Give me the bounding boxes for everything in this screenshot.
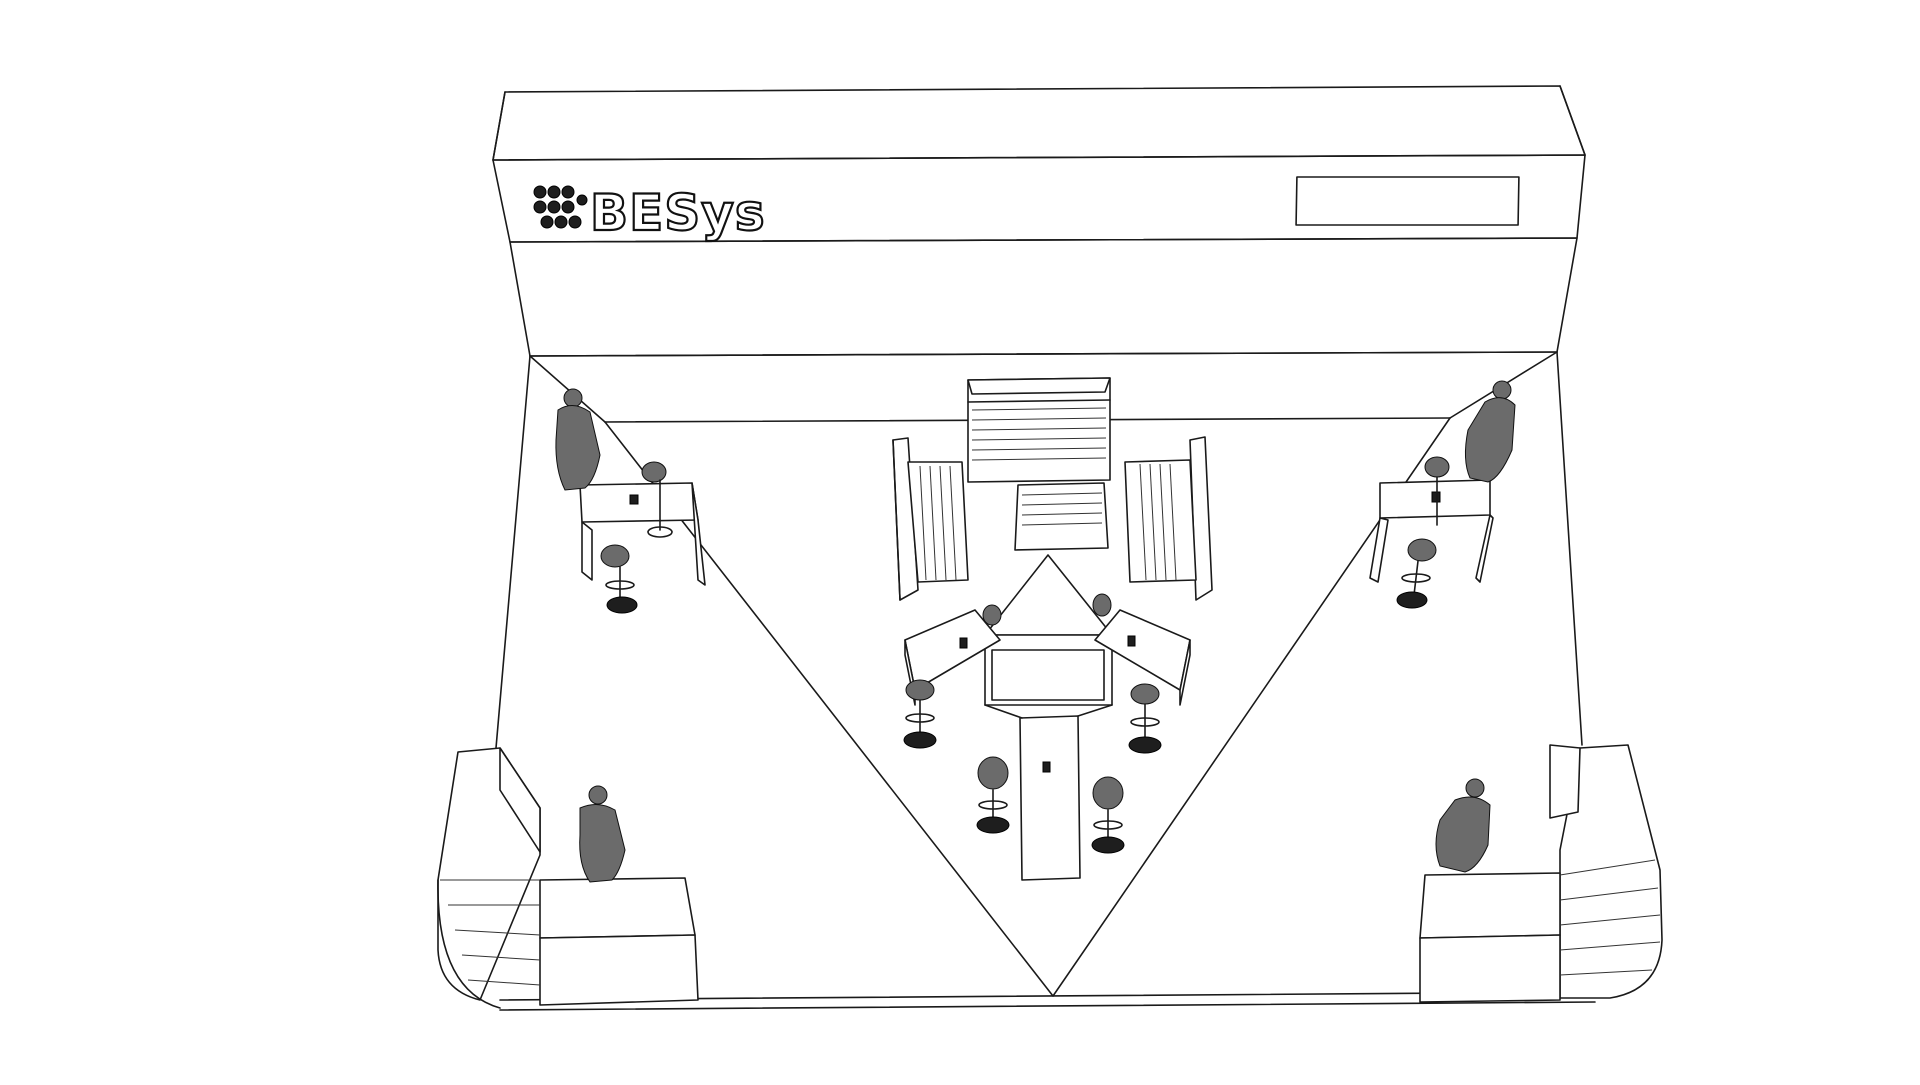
bar-stool — [1396, 538, 1437, 609]
lounge-sofa-back — [967, 377, 1111, 483]
triangular-display-counter — [904, 554, 1191, 881]
chair — [982, 604, 1002, 626]
reception-counter-left — [437, 747, 699, 1009]
logo: BESys — [533, 183, 766, 243]
reception-counter-right — [1419, 744, 1663, 1003]
lounge-sofa-right — [1124, 436, 1213, 601]
figure-3 — [579, 785, 626, 883]
chair — [1424, 456, 1450, 526]
figure-1 — [555, 388, 601, 491]
bar-stool — [903, 679, 937, 749]
chair — [641, 461, 673, 538]
logo-text: BESys — [590, 184, 766, 242]
figure-4 — [1435, 778, 1491, 873]
figure-2 — [1464, 380, 1516, 483]
bar-stool — [976, 756, 1010, 834]
lounge-sofa-left — [892, 437, 969, 601]
bar-stool — [1128, 683, 1162, 754]
chair — [1092, 593, 1112, 617]
dot-cluster-logo-icon — [533, 185, 588, 229]
bar-stool — [1091, 776, 1125, 854]
bar-counter-right — [1369, 479, 1494, 583]
bar-counter-left — [579, 482, 706, 586]
coffee-table — [1014, 482, 1109, 551]
back-wall — [492, 85, 1586, 423]
sign-panel — [1295, 176, 1520, 226]
bar-stool — [600, 544, 638, 614]
